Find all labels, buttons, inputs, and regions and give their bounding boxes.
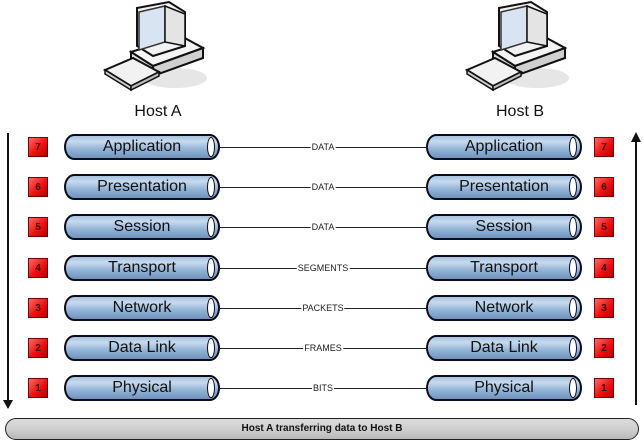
layer-cylinder-host-b: Transport (426, 255, 582, 281)
peer-connection-line: DATA (220, 221, 426, 233)
desktop-computer-icon (103, 0, 207, 92)
cylinder-cap-icon (569, 217, 577, 237)
cylinder-cap-icon (207, 137, 215, 157)
layer-name: Network (112, 299, 172, 316)
cylinder-cap-icon (207, 378, 215, 398)
layer-name: Network (474, 299, 534, 316)
layer-name: Presentation (459, 178, 549, 195)
caption-bar: Host A transferring data to Host B (5, 418, 639, 440)
layer-name: Session (113, 218, 171, 235)
layer-name: Session (475, 218, 533, 235)
layer-row: 7 Application DATA Application 7 (0, 133, 643, 163)
layer-name: Application (464, 138, 544, 155)
cylinder-cap-icon (207, 298, 215, 318)
pdu-label: FRAMES (303, 342, 343, 354)
cylinder-cap-icon (207, 258, 215, 278)
arrow-down-icon (3, 400, 13, 409)
layer-number-badge-right: 3 (594, 298, 614, 318)
layer-cylinder-host-b: Session (426, 214, 582, 240)
peer-connection-line: FRAMES (220, 342, 426, 354)
layer-number-badge-right: 7 (594, 137, 614, 157)
cylinder-cap-icon (207, 217, 215, 237)
layer-cylinder-host-a: Session (64, 214, 220, 240)
layer-row: 3 Network PACKETS Network 3 (0, 294, 643, 324)
host-a-label: Host A (134, 103, 182, 120)
layer-name: Physical (474, 379, 534, 396)
layer-cylinder-host-b: Physical (426, 375, 582, 401)
cylinder-cap-icon (569, 177, 577, 197)
downward-flow-arrow (7, 133, 9, 401)
peer-connection-line: SEGMENTS (220, 262, 426, 274)
layer-row: 4 Transport SEGMENTS Transport 4 (0, 254, 643, 284)
layer-cylinder-host-a: Data Link (64, 335, 220, 361)
peer-connection-line: BITS (220, 382, 426, 394)
layer-name: Data Link (108, 339, 176, 356)
layer-number-badge-right: 2 (594, 338, 614, 358)
layer-cylinder-host-a: Transport (64, 255, 220, 281)
peer-connection-line: PACKETS (220, 302, 426, 314)
layer-number-badge-left: 7 (28, 137, 48, 157)
pdu-label: DATA (310, 181, 336, 193)
arrow-up-icon (631, 132, 641, 142)
layer-number-badge-right: 5 (594, 217, 614, 237)
layer-row: 2 Data Link FRAMES Data Link 2 (0, 334, 643, 364)
upward-flow-arrow (635, 140, 637, 405)
cylinder-cap-icon (569, 298, 577, 318)
layer-number-badge-right: 6 (594, 177, 614, 197)
layer-name: Physical (112, 379, 172, 396)
layer-name: Presentation (97, 178, 187, 195)
layer-number-badge-left: 3 (28, 298, 48, 318)
pdu-label: DATA (310, 221, 336, 233)
host-b-label: Host B (495, 103, 544, 120)
layer-name: Transport (108, 259, 176, 276)
cylinder-cap-icon (569, 258, 577, 278)
pdu-label: DATA (310, 141, 336, 153)
layer-cylinder-host-a: Application (64, 134, 220, 160)
layer-cylinder-host-b: Data Link (426, 335, 582, 361)
peer-connection-line: DATA (220, 181, 426, 193)
layer-number-badge-left: 4 (28, 258, 48, 278)
layer-cylinder-host-b: Application (426, 134, 582, 160)
cylinder-cap-icon (569, 338, 577, 358)
layer-number-badge-left: 5 (28, 217, 48, 237)
cylinder-cap-icon (207, 338, 215, 358)
host-a: Host A (103, 0, 213, 125)
cylinder-cap-icon (569, 137, 577, 157)
layer-row: 5 Session DATA Session 5 (0, 213, 643, 243)
layer-number-badge-left: 1 (28, 378, 48, 398)
layer-number-badge-left: 6 (28, 177, 48, 197)
layer-number-badge-right: 4 (594, 258, 614, 278)
peer-connection-line: DATA (220, 141, 426, 153)
layer-name: Data Link (470, 339, 538, 356)
desktop-computer-icon (465, 0, 569, 92)
layer-name: Application (102, 138, 182, 155)
pdu-label: BITS (311, 382, 335, 394)
pdu-label: PACKETS (301, 302, 345, 314)
layer-cylinder-host-b: Presentation (426, 174, 582, 200)
layer-row: 6 Presentation DATA Presentation 6 (0, 173, 643, 203)
layer-cylinder-host-a: Presentation (64, 174, 220, 200)
layer-number-badge-left: 2 (28, 338, 48, 358)
cylinder-cap-icon (207, 177, 215, 197)
layer-cylinder-host-a: Physical (64, 375, 220, 401)
layer-cylinder-host-b: Network (426, 295, 582, 321)
layer-number-badge-right: 1 (594, 378, 614, 398)
host-b: Host B (465, 0, 575, 125)
cylinder-cap-icon (569, 378, 577, 398)
layer-cylinder-host-a: Network (64, 295, 220, 321)
pdu-label: SEGMENTS (296, 262, 350, 274)
layer-row: 1 Physical BITS Physical 1 (0, 374, 643, 404)
layer-name: Transport (470, 259, 538, 276)
